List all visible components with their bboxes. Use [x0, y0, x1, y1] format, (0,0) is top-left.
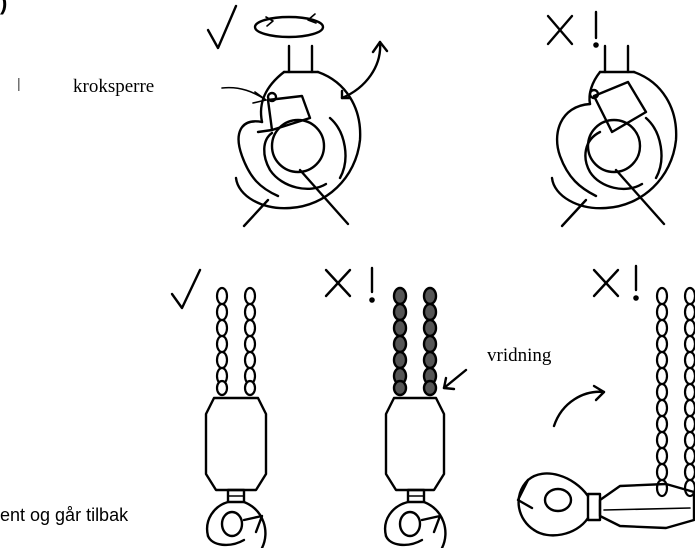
arrow-icon: [552, 384, 606, 428]
cross-mark-icon: [546, 10, 599, 48]
hook-icon: [550, 44, 678, 228]
rotation-arrow-icon: [340, 40, 389, 100]
hoist-block-icon: [586, 482, 695, 530]
bottom-left-fragment: ent og går tilbak: [0, 505, 129, 525]
top-left-fragment: ): [0, 0, 8, 15]
hook-icon: [516, 472, 590, 537]
check-mark-icon: [206, 4, 238, 50]
hoist-block-icon: [384, 396, 446, 504]
twisting-label: vridning: [487, 345, 552, 366]
chain-icon: [215, 286, 257, 397]
hook-latch-label: kroksperre: [73, 76, 155, 97]
cross-mark-icon: [324, 266, 375, 303]
chain-icon: [392, 286, 438, 397]
small-marker: |: [17, 75, 21, 91]
hook-icon: [383, 500, 447, 548]
arrow-icon: [442, 368, 468, 391]
check-mark-icon: [170, 268, 202, 310]
rotation-arrow-icon: [253, 13, 325, 39]
hook-icon: [221, 44, 362, 228]
hoist-block-icon: [204, 396, 268, 504]
cross-mark-icon: [592, 264, 639, 301]
chain-icon: [655, 286, 695, 498]
hook-icon: [205, 500, 267, 548]
